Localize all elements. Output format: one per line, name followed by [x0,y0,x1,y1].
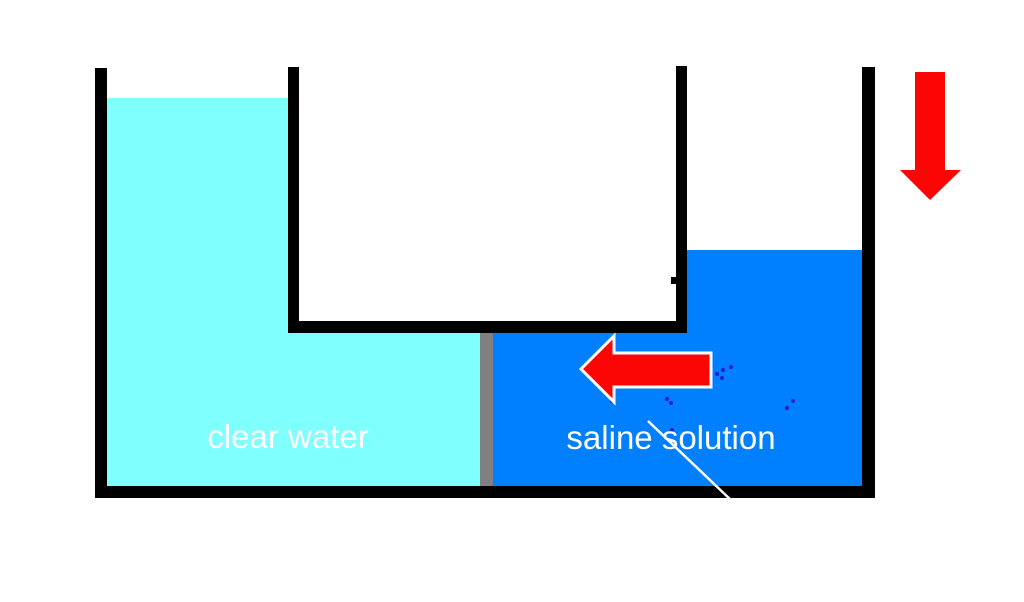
inner-vessel-bottom-wall [288,321,687,333]
saline-speck [729,365,733,369]
label-pointer-line [647,420,734,503]
clear-water-label: clear water [207,418,368,455]
inner-vessel-right-wall [676,66,687,333]
saline-speck [670,428,674,432]
saline-speck [784,405,790,411]
outer-tank-bottom-wall [95,486,875,498]
outer-tank-left-wall [95,68,107,498]
saline-speck [720,376,724,380]
inner-vessel-wall-notch [671,277,676,284]
outer-tank-right-wall [862,67,875,498]
membrane-divider [480,332,493,487]
saline-speck [714,371,720,377]
saline-speck [664,396,670,402]
saline-speck-group [610,365,795,432]
pressure-down-arrow-icon [900,72,961,200]
saline-speck [791,399,795,403]
clear-water-region [107,98,480,487]
flow-left-arrow-icon [578,332,713,406]
inner-vessel-left-wall [288,67,299,333]
saline-speck [669,401,673,405]
saline-speck [720,367,726,373]
saline-solution-label: saline solution [566,419,775,456]
